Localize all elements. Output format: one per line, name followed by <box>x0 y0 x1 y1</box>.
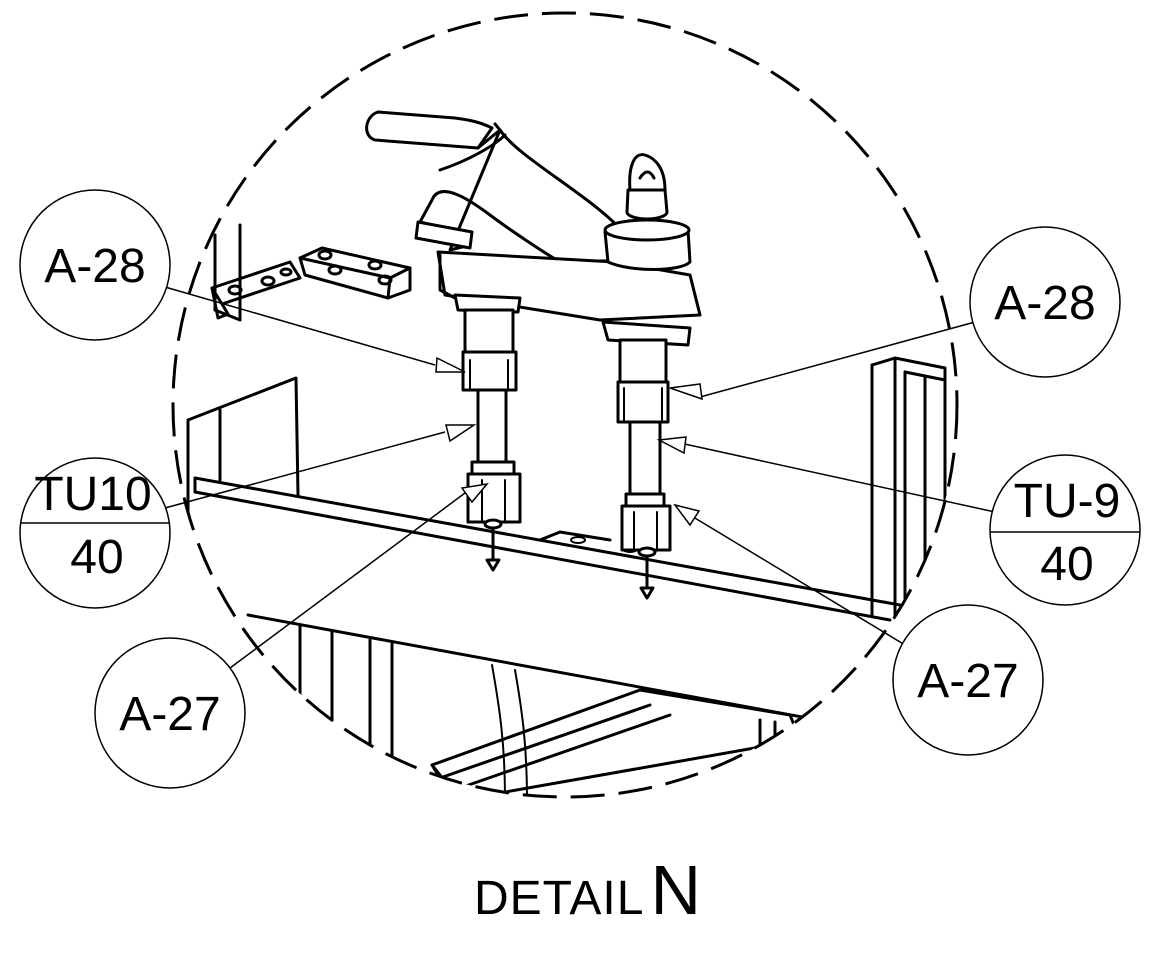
sink-deck <box>193 476 902 737</box>
callout-tu10-bottom: 40 <box>70 531 123 584</box>
arrowhead-a28-right <box>669 383 703 401</box>
callout-tu9-bottom: 40 <box>1040 538 1093 591</box>
right-supply-line <box>601 320 692 600</box>
leader-tu10 <box>164 431 446 509</box>
detail-caption-prefix: DETAIL <box>473 872 645 925</box>
callout-a27-right: A-27 <box>917 655 1018 708</box>
callout-tu9-top: TU-9 <box>1014 475 1121 528</box>
balloon-a27-left <box>94 637 246 789</box>
callout-balloons <box>19 189 1141 789</box>
callout-a28-right: A-28 <box>994 277 1095 330</box>
mounting-bracket-left <box>210 260 302 320</box>
mounting-bracket-right <box>298 246 412 300</box>
callout-tu10-top: TU10 <box>34 468 151 521</box>
leader-a27-right <box>684 511 906 646</box>
leader-a27-left <box>229 492 466 669</box>
detail-boundary-circle <box>171 11 959 799</box>
leader-lines <box>164 286 996 669</box>
arrowhead-tu10 <box>445 424 477 443</box>
left-wall-panel <box>186 223 300 562</box>
balloon-a28-left <box>19 189 171 341</box>
balloon-tu9 <box>989 454 1141 606</box>
detail-caption: DETAILN <box>0 855 1175 925</box>
leader-arrowheads <box>435 356 703 527</box>
arrowhead-a27-right <box>673 503 701 527</box>
leader-a28-left <box>164 286 436 366</box>
arrowhead-a28-left <box>435 356 466 373</box>
leader-a28-right <box>699 321 976 398</box>
arrowhead-a27-left <box>460 482 489 504</box>
right-frame-posts <box>870 356 947 622</box>
callout-labels: A-28 A-28 TU10 40 TU-9 40 A-27 A-27 <box>34 240 1120 741</box>
balloon-tu10 <box>19 457 171 609</box>
faucet <box>365 110 702 322</box>
callout-a28-left: A-28 <box>44 240 145 293</box>
detail-caption-letter: N <box>650 851 702 929</box>
assembly-illustration <box>186 110 947 797</box>
left-supply-line <box>453 293 522 572</box>
balloon-a27-right <box>892 604 1044 756</box>
lower-cabinet <box>298 623 802 797</box>
balloon-a28-right <box>969 226 1121 378</box>
arrowhead-tu9 <box>656 436 687 455</box>
callout-a27-left: A-27 <box>119 688 220 741</box>
leader-tu9 <box>679 442 996 513</box>
